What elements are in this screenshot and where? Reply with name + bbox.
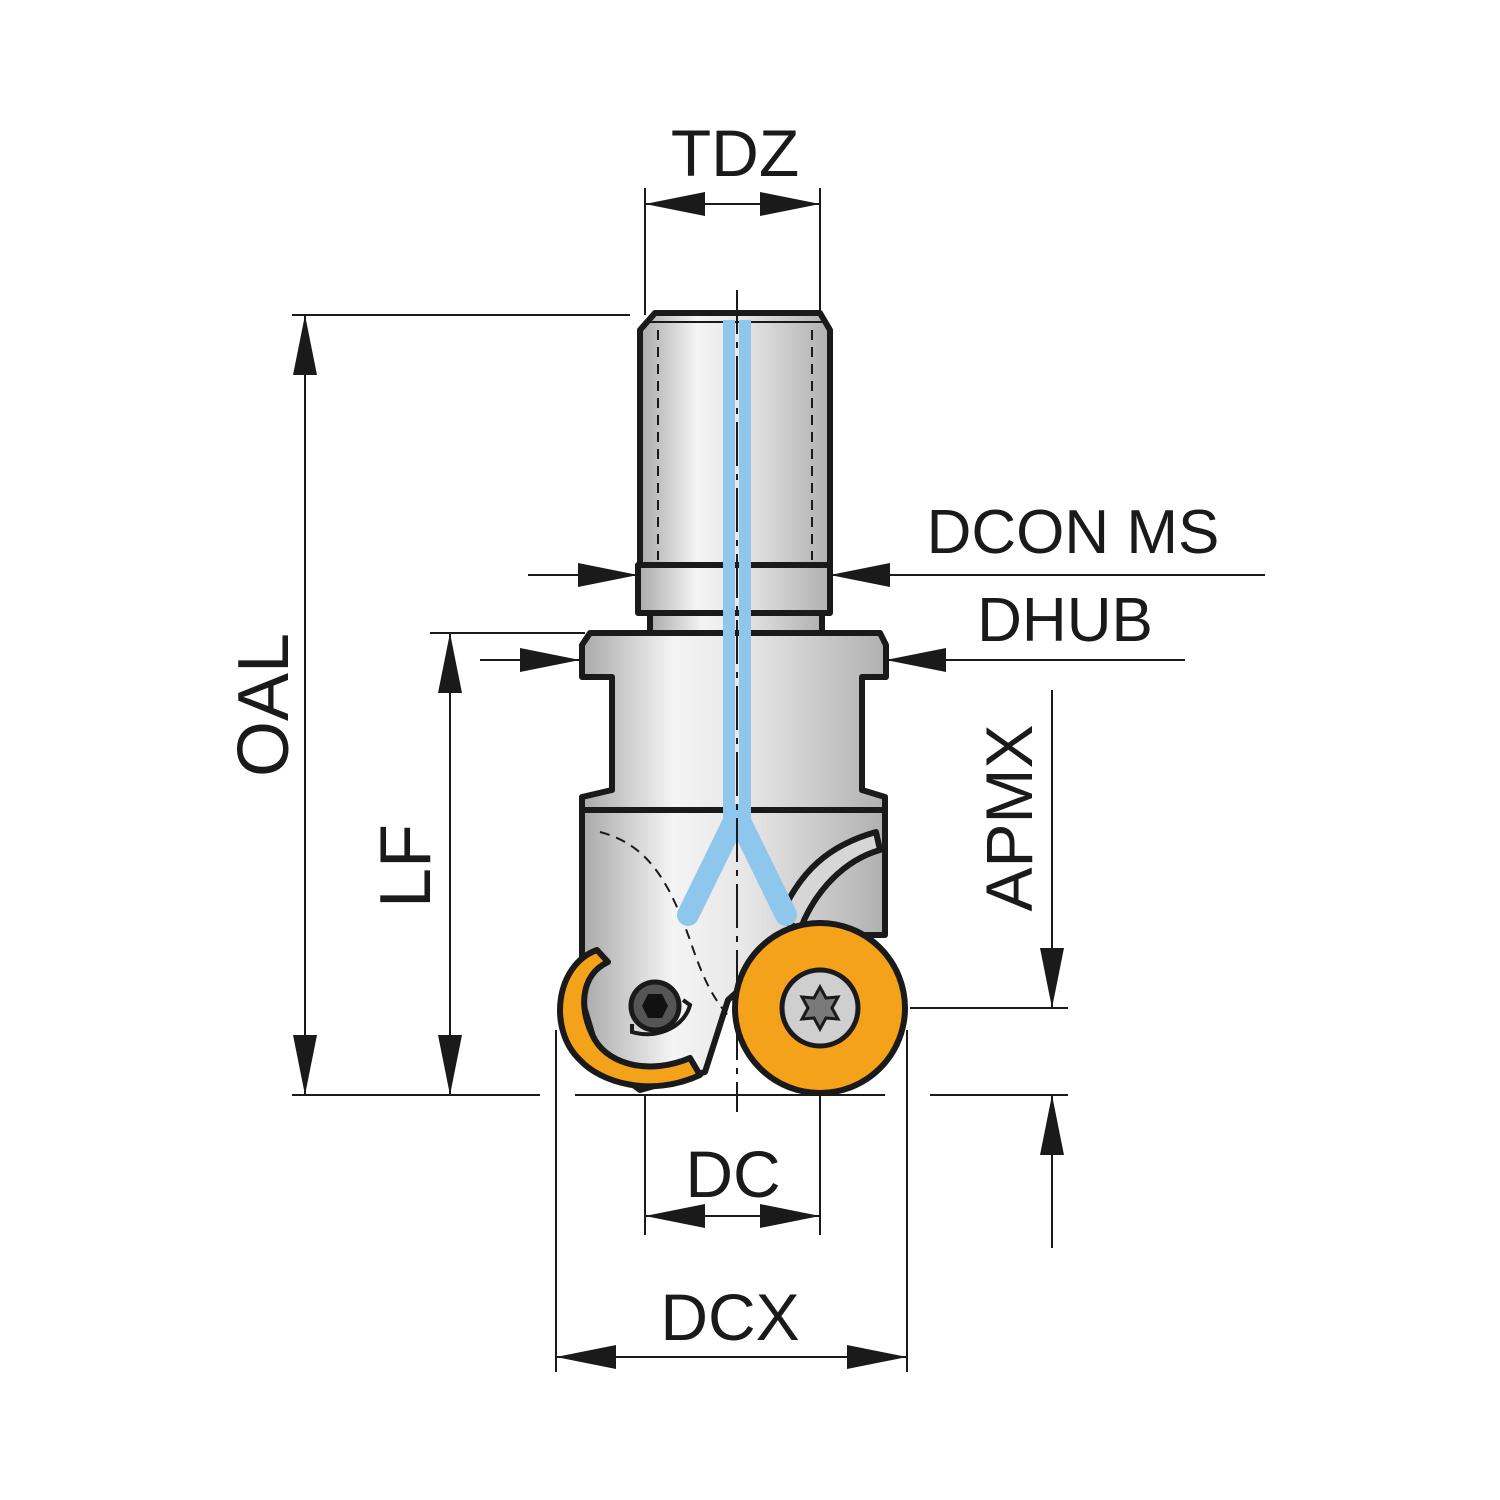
label-dcon-ms: DCON MS: [927, 498, 1220, 567]
label-apmx: APMX: [972, 724, 1046, 911]
dim-dc: DC: [575, 1094, 885, 1235]
dim-dcon-ms: DCON MS: [528, 498, 1265, 587]
hex-screw-icon: [628, 979, 693, 1037]
dim-apmx: APMX: [910, 690, 1068, 1248]
label-lf: LF: [366, 824, 446, 908]
label-dhub: DHUB: [977, 586, 1153, 655]
dim-oal: OAL: [224, 314, 630, 1096]
label-dc: DC: [685, 1137, 780, 1211]
coolant-channels: [677, 320, 797, 926]
dim-dhub: DHUB: [480, 586, 1185, 672]
left-insert: [557, 947, 703, 1090]
label-tdz: TDZ: [671, 116, 799, 190]
dim-dcx: DCX: [555, 1030, 908, 1372]
label-oal: OAL: [224, 633, 304, 777]
dim-tdz: TDZ: [644, 116, 821, 315]
label-dcx: DCX: [660, 1280, 799, 1354]
dim-lf: LF: [366, 632, 585, 1095]
torx-screw-icon: [779, 967, 861, 1049]
